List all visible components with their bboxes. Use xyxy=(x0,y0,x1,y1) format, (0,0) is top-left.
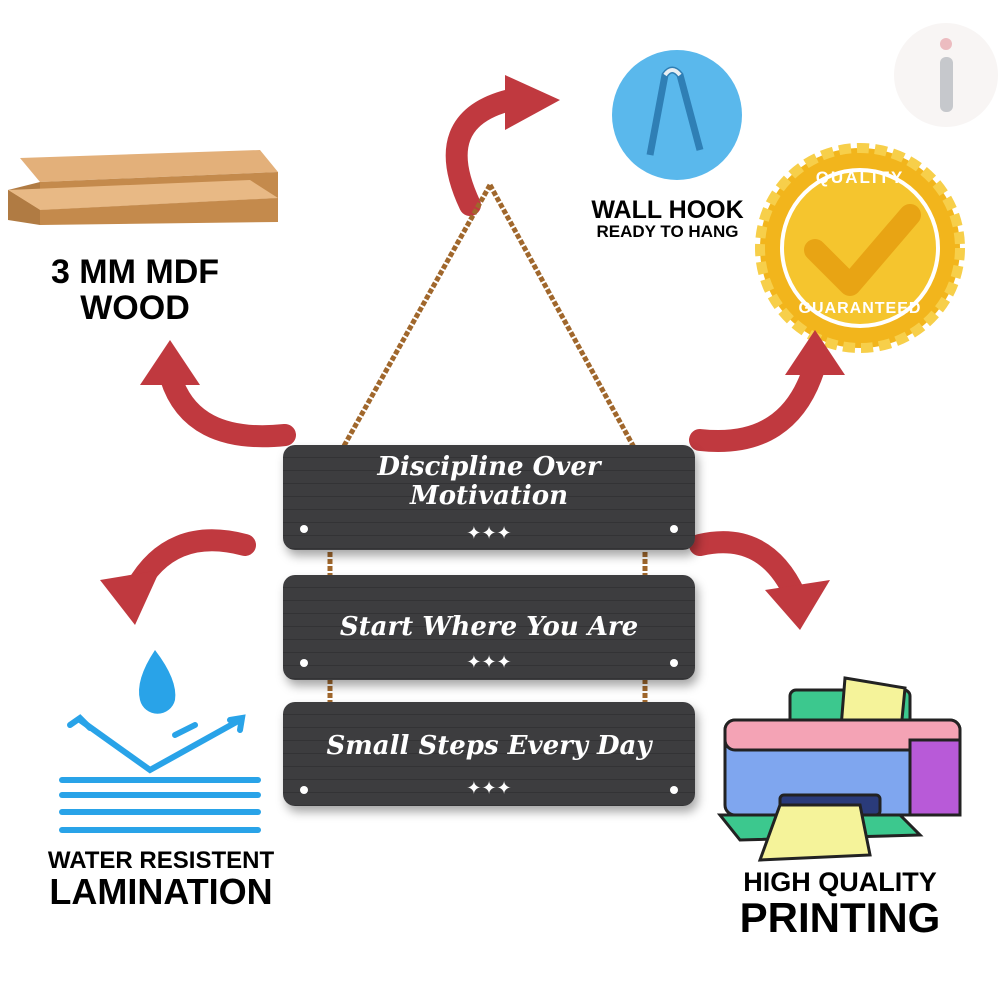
sparkle-ornament: ✦✦✦ xyxy=(466,523,512,543)
sign-board-text: Discipline Over Motivation xyxy=(377,452,601,511)
sign-board-2: Start Where You Are ✦✦✦ xyxy=(283,575,695,680)
water-label-line1: WATER RESISTENT xyxy=(47,847,275,874)
arrow-to-badge xyxy=(689,354,826,452)
badge-bottom-text: GUARANTEED xyxy=(798,300,922,317)
printing-label-line2: PRINTING xyxy=(739,894,941,942)
brand-logo xyxy=(894,23,998,127)
wall-hook-icon xyxy=(612,50,742,180)
wood-label-line2: WOOD xyxy=(80,288,190,327)
water-label-line2: LAMINATION xyxy=(49,871,273,913)
sign-board-text: Start Where You Are xyxy=(339,612,639,642)
wood-planks-icon xyxy=(8,150,278,225)
sparkle-ornament: ✦✦✦ xyxy=(466,652,512,672)
printing-label: HIGH QUALITY PRINTING xyxy=(720,868,960,940)
sign-board-text: Small Steps Every Day xyxy=(326,731,652,761)
wood-label-line1: 3 MM MDF xyxy=(50,253,220,291)
arrows xyxy=(124,89,826,606)
printing-label-line1: HIGH QUALITY xyxy=(743,867,937,897)
wood-label: 3 MM MDF WOOD xyxy=(20,253,250,327)
arrow-to-printer xyxy=(689,531,806,606)
quality-badge-icon xyxy=(755,143,965,353)
arrow-to-wood xyxy=(159,364,296,448)
sign-board-3: Small Steps Every Day ✦✦✦ xyxy=(283,702,695,806)
hook-label-line2: READY TO HANG xyxy=(596,222,739,242)
badge-top-text: QUALITY xyxy=(815,168,905,187)
water-resistant-icon xyxy=(59,650,261,833)
sign-board-1: Discipline Over Motivation ✦✦✦ xyxy=(283,445,695,550)
arrow-to-hook xyxy=(445,89,521,216)
water-label: WATER RESISTENT LAMINATION xyxy=(30,848,292,911)
arrow-heads xyxy=(100,75,845,630)
sparkle-ornament: ✦✦✦ xyxy=(466,778,512,798)
hook-label-line1: WALL HOOK xyxy=(591,196,744,224)
printer-icon xyxy=(716,676,962,862)
hook-label: WALL HOOK READY TO HANG xyxy=(575,197,760,241)
